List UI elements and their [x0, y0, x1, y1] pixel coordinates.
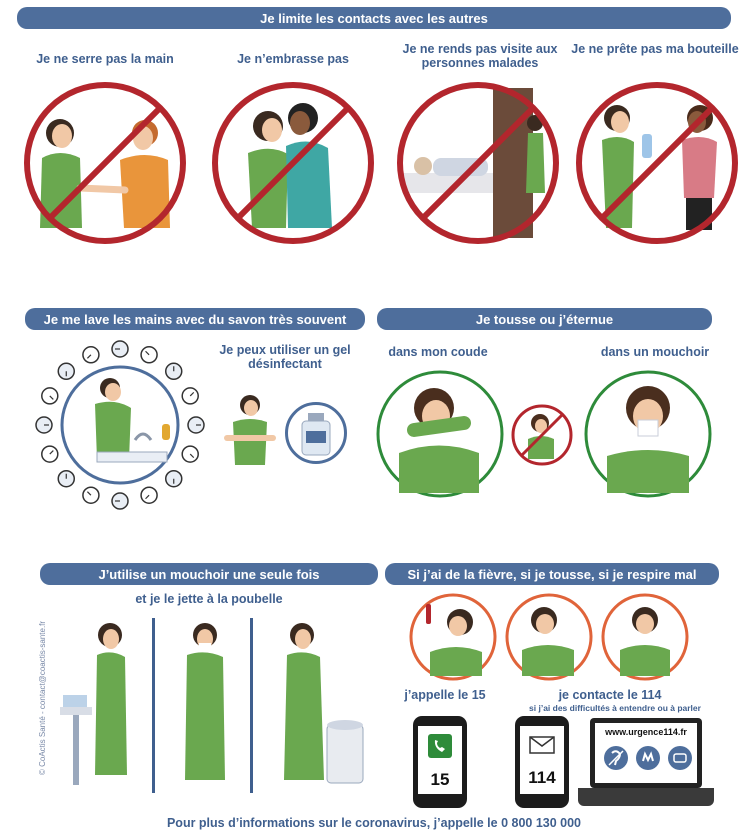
throwing-tissue-illustration	[284, 623, 364, 784]
clock-hand	[189, 391, 195, 397]
caption-no-bottle: Je ne prête pas ma bouteille	[571, 42, 739, 56]
envelope-icon	[529, 736, 555, 754]
caption-throw-bin: et je le jette à la poubelle	[135, 592, 283, 606]
sign-language-icon	[636, 746, 660, 770]
caption-114-note: si j’ai des difficultés à entendre ou à …	[529, 703, 701, 713]
clock-hand	[145, 494, 150, 500]
clock-icon	[41, 387, 59, 405]
breathing-illustration	[601, 593, 689, 681]
laptop-screen: www.urgence114.fr	[595, 723, 697, 783]
clock-hand	[86, 491, 92, 496]
clock-icon	[164, 362, 183, 381]
footer-info: Pour plus d’informations sur le coronavi…	[166, 816, 582, 830]
caption-contact-114: je contacte le 114	[558, 688, 662, 702]
laptop-keyboard	[578, 788, 714, 806]
gel-woman-illustration	[224, 395, 276, 465]
phone-15: 15	[413, 716, 467, 808]
blowing-nose-woman-illustration	[185, 623, 225, 780]
clock-icon	[181, 445, 199, 463]
clock-hand	[145, 350, 150, 356]
deaf-ear-icon	[604, 746, 628, 770]
clock-icon	[82, 346, 100, 364]
gel-bottle-icon	[301, 413, 331, 456]
caption-no-visit: Je ne rends pas visite aux personnes mal…	[402, 42, 558, 70]
sneeze-tissue-illustration	[584, 370, 712, 498]
credit-text: © CoActis Santé - contact@coactis-sante.…	[38, 620, 47, 775]
phone-handset-icon	[428, 734, 452, 758]
cough-elbow-illustration	[376, 370, 504, 498]
laptop: www.urgence114.fr	[590, 718, 702, 788]
tissue-box-woman-illustration	[60, 623, 127, 785]
website-url: www.urgence114.fr	[605, 727, 687, 737]
clock-icon	[82, 486, 100, 504]
clock-icon	[140, 346, 158, 364]
phone-15-number: 15	[430, 770, 450, 789]
no-visit-illustration	[397, 82, 559, 244]
caption-elbow: dans mon coude	[388, 345, 488, 359]
gel-bottle-circle	[285, 402, 347, 464]
text-chat-icon	[668, 746, 692, 770]
caption-no-handshake: Je ne serre pas la main	[36, 52, 174, 66]
clock-hand	[49, 450, 54, 455]
caption-gel: Je peux utiliser un gel désinfectant	[219, 343, 351, 371]
clock-hand	[189, 453, 195, 459]
caption-call-15: j’appelle le 15	[404, 688, 486, 702]
clock-ring-illustration	[35, 340, 205, 510]
fever-illustration	[409, 593, 497, 681]
no-handshake-illustration	[20, 78, 190, 248]
caption-no-kiss: Je n’embrasse pas	[237, 52, 349, 66]
clock-hand	[49, 395, 54, 400]
phone-114-number: 114	[528, 768, 556, 787]
banner-cough-sneeze: Je tousse ou j’éternue	[377, 308, 712, 330]
cough-illustration	[505, 593, 593, 681]
banner-limit-contacts: Je limite les contacts avec les autres	[17, 7, 731, 29]
no-kiss-illustration	[212, 82, 374, 244]
divider-right	[250, 618, 253, 793]
banner-symptoms: Si j’ai de la fièvre, si je tousse, si j…	[385, 563, 719, 585]
clock-hand	[86, 354, 92, 359]
no-bottle-illustration	[576, 82, 738, 244]
caption-tissue: dans un mouchoir	[600, 345, 710, 359]
banner-tissue-once: J’utilise un mouchoir une seule fois	[40, 563, 378, 585]
divider-left	[152, 618, 155, 793]
banner-wash-hands: Je me lave les mains avec du savon très …	[25, 308, 365, 330]
phone-114: 114	[515, 716, 569, 808]
no-cough-hand-illustration	[511, 404, 573, 466]
